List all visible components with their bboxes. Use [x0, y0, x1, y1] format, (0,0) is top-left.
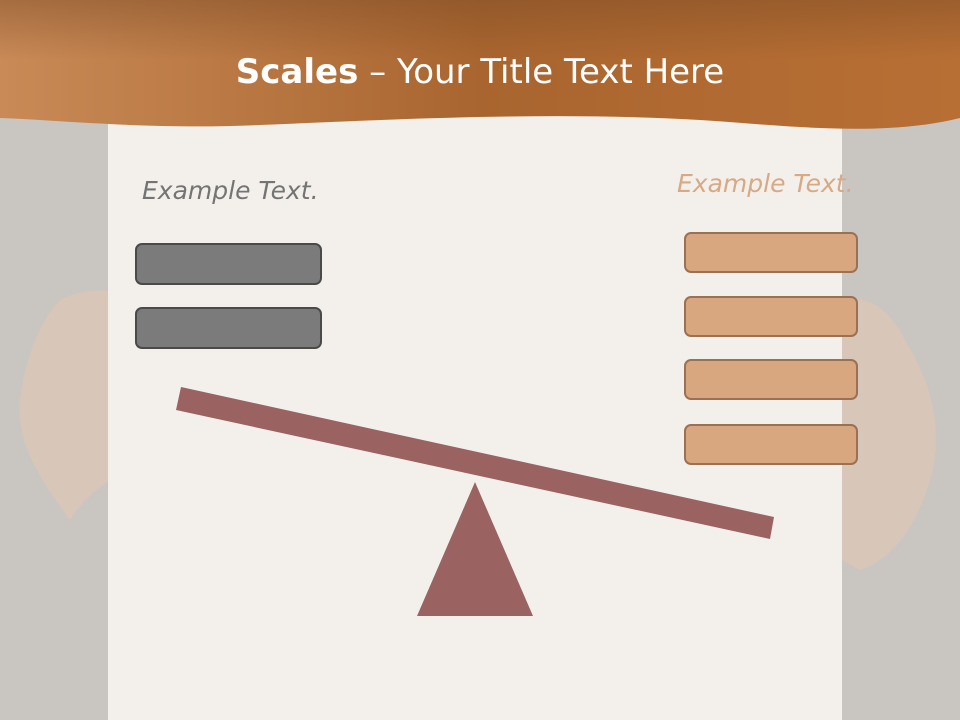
title-rest-text: – Your Title Text Here — [358, 52, 725, 92]
left-text-box-2 — [135, 307, 322, 349]
right-text-box-2 — [684, 296, 858, 337]
right-example-label: Example Text. — [677, 169, 854, 198]
left-example-label: Example Text. — [142, 176, 319, 205]
left-text-box-1 — [135, 243, 322, 285]
slide-title: Scales – Your Title Text Here — [0, 52, 960, 92]
scale-fulcrum — [417, 482, 533, 616]
title-bold-text: Scales — [235, 52, 359, 92]
scale-beam — [176, 387, 774, 539]
right-hand-shape — [842, 299, 936, 570]
right-text-box-3 — [684, 359, 858, 400]
right-text-box-1 — [684, 232, 858, 273]
right-text-box-4 — [684, 424, 858, 465]
